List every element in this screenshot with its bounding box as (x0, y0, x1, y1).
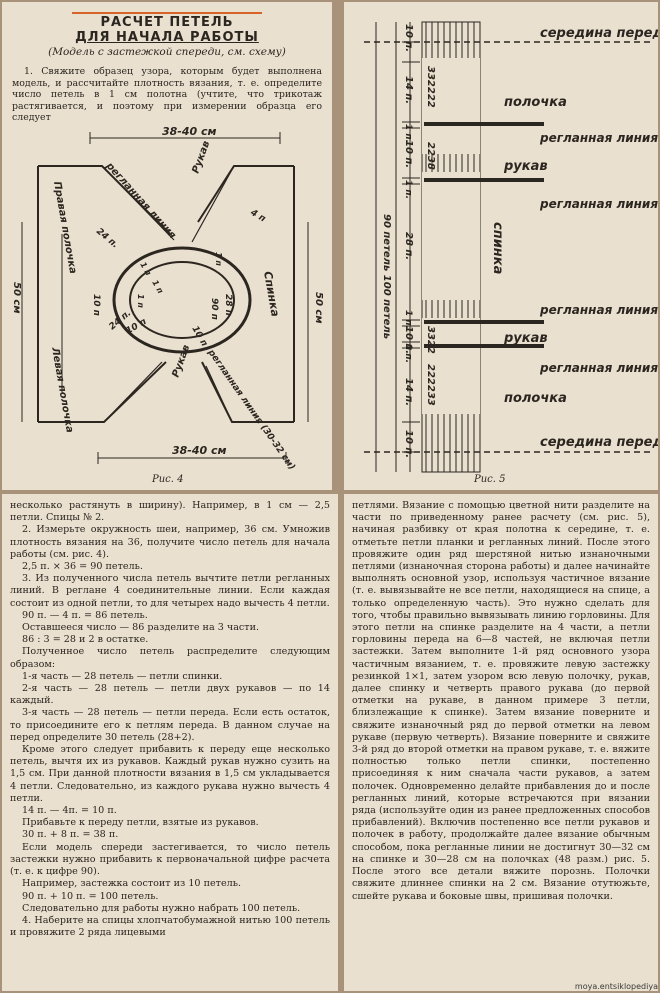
formula: 2,5 п. × 36 = 90 петель. (22, 561, 143, 573)
raglan-line-1-label: регланная линия (539, 131, 658, 145)
n10-a-label: 10 п (91, 294, 101, 316)
n1-c-label: 1 п. (403, 310, 413, 329)
formula: 14 п. — 4п. = 10 п. (22, 805, 117, 817)
front-bottom-label: полочка (504, 391, 567, 406)
n1-c-label: 1 п (136, 294, 145, 308)
paragraph: Прибавьте к переду петли, взятые из рука… (22, 817, 259, 829)
figure-4-panel: РАСЧЕТ ПЕТЕЛЬ ДЛЯ НАЧАЛА РАБОТЫ (Модель … (2, 2, 332, 490)
paragraph: 3. Из полученного числа петель вычтите п… (10, 573, 330, 609)
page-title-line2: ДЛЯ НАЧАЛА РАБОТЫ (75, 30, 259, 45)
column-2-body: петлями. Вязание с помощью цветной нити … (352, 500, 650, 903)
formula: 90 п. + 10 п. = 100 петель. (22, 890, 159, 902)
raglan-line-4-label: регланная линия (539, 361, 658, 375)
height-left-label: 50 см (11, 282, 22, 314)
sleeve-bottom-label: Рукав (170, 344, 192, 379)
n10-mid1-label: 10 п. (403, 140, 414, 168)
stitch-distribution-diagram: середина переда полочка регланная линия … (364, 21, 658, 473)
n10-mid2-label: 10 п. (403, 326, 414, 354)
n4-label: 4 п (248, 207, 267, 224)
paragraph: петлями. Вязание с помощью цветной нити … (352, 500, 650, 902)
formula: 30 п. + 8 п. = 38 п. (22, 829, 119, 841)
raglan-line-2-label: регланная линия (539, 197, 658, 211)
figure-4-caption: Рис. 4 (152, 474, 184, 485)
n10-bottom-label: 10 п. (403, 430, 414, 458)
height-right-label: 50 см (313, 292, 324, 324)
figure-5-panel: середина переда полочка регланная линия … (344, 2, 658, 490)
n14-top-label: 14 п. (403, 76, 414, 104)
column-1-body: несколько растянуть в ширину). Например,… (10, 500, 330, 939)
top-width-label: 38-40 см (162, 125, 217, 138)
list-item: 3-я часть — 28 петель — петли переда. Ес… (10, 707, 330, 743)
n24-a-label: 24 п. (94, 227, 120, 251)
n1-a-label: 1 п. (403, 124, 413, 143)
sleeve-bottom-label: рукав (503, 331, 548, 346)
back-label: Спинка (261, 270, 282, 317)
title-accent-line (72, 12, 262, 14)
paragraph: 2. Измерьте окружность шеи, например, 36… (10, 524, 330, 560)
intro-paragraph: 1. Свяжите образец узора, которым будет … (12, 66, 322, 124)
n14-bottom-label: 14 п. (403, 378, 414, 406)
right-front-label: Правая полочка (51, 181, 78, 275)
paragraph: Следовательно для работы нужно набрать 1… (22, 902, 301, 914)
watermark: moya.entsiklopediya (574, 982, 658, 991)
back-label: спинка (490, 222, 505, 274)
mid-front-top-label: середина переда (540, 26, 658, 41)
total-label: 90 петель 100 петель (381, 214, 392, 339)
mid-front-bottom-label: середина переда (540, 435, 658, 450)
paragraph: Кроме этого следует прибавить к переду е… (10, 744, 330, 804)
n1-d-label: 1 п (214, 252, 223, 266)
paragraph: Полученное число петель распределите сле… (10, 646, 330, 670)
paragraph: Например, застежка состоит из 10 петель. (22, 878, 242, 890)
front-top-label: полочка (504, 95, 567, 110)
sleeve-top-label: рукав (503, 159, 548, 174)
sleeve-top-label: Рукав (190, 140, 212, 175)
raglan-scheme-diagram: 38-40 см 38-40 см Правая полочка Левая п… (11, 125, 324, 472)
paragraph: Если модель спереди застегивается, то чи… (10, 841, 330, 878)
paragraph: 4. Наберите на спицы хлопчатобумажной ни… (10, 914, 330, 939)
raglan-line-3-label: регланная линия (539, 303, 658, 317)
n1-b-label: 1 п. (403, 180, 413, 199)
n1-d-label: 1 п. (403, 344, 413, 363)
n1-a-label: 1 п (138, 261, 153, 278)
page-title: РАСЧЕТ ПЕТЕЛЬ (100, 15, 234, 30)
formula: 90 п. — 4 п. = 86 петель. (22, 609, 148, 621)
n28-label: 28 п. (403, 232, 414, 260)
list-item: 1-я часть — 28 петель — петли спинки. (22, 670, 223, 682)
rows-b-label: 2238 (425, 142, 436, 170)
n10-top-label: 10 п. (403, 24, 414, 52)
list-item: 2-я часть — 28 петель — петли двух рукав… (10, 683, 330, 707)
raglan-top-label: регланная линия (103, 160, 178, 242)
n1-b-label: 1 п (150, 279, 165, 296)
bottom-width-label: 38-40 см (172, 444, 227, 457)
figure-5-caption: Рис. 5 (474, 474, 506, 485)
text-column-1: несколько растянуть в ширину). Например,… (2, 494, 338, 991)
paragraph: несколько растянуть в ширину). Например,… (10, 500, 330, 524)
n28-label: 28 п (223, 294, 233, 316)
rows-d-label: 222233 (425, 364, 436, 406)
rows-c-label: 3322 (425, 326, 436, 354)
rows-a-label: 332222 (425, 66, 436, 108)
paragraph: Оставшееся число — 86 разделите на 3 час… (22, 622, 260, 634)
n90-label: 90 п (209, 298, 219, 320)
left-front-label: Левая полочка (49, 346, 75, 434)
text-column-2: петлями. Вязание с помощью цветной нити … (344, 494, 658, 991)
page-subtitle: (Модель с застежкой спереди, см. схему) (48, 46, 286, 58)
formula: 86 : 3 = 28 и 2 в остатке. (22, 634, 149, 646)
